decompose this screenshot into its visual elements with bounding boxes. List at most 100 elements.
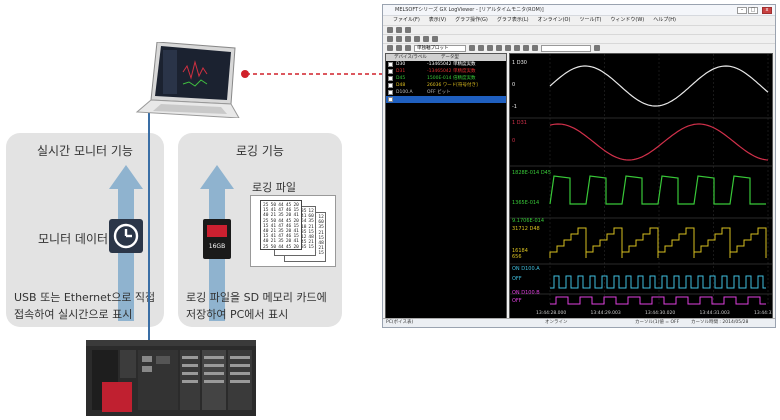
log-cell: 40 — [263, 229, 269, 235]
record-icon[interactable] — [414, 36, 420, 42]
device-name: D30 — [396, 62, 406, 67]
device-checkbox[interactable] — [388, 97, 393, 102]
device-checkbox[interactable] — [388, 62, 393, 67]
new-icon[interactable] — [387, 27, 393, 33]
plot-mode-select[interactable]: 単独軸プロット — [414, 44, 466, 52]
log-cell: 44 — [278, 218, 284, 224]
single-icon[interactable] — [405, 45, 411, 51]
zoom-icon[interactable] — [432, 36, 438, 42]
paste-icon[interactable] — [478, 45, 484, 51]
axis-label: 0 — [512, 82, 515, 88]
help-icon[interactable] — [594, 45, 600, 51]
scale-select[interactable] — [541, 44, 591, 52]
window-titlebar: MELSOFTシリーズ GX LogViewer - [リアルタイムモニタ(RO… — [383, 5, 775, 16]
device-checkbox[interactable] — [388, 76, 393, 81]
device-checkbox[interactable] — [388, 90, 393, 95]
log-cell: 15 — [318, 251, 324, 257]
log-cell: 35 — [301, 209, 307, 214]
laptop-icon — [135, 42, 240, 118]
log-cell: 35 — [278, 229, 284, 235]
log-cell: 20 — [285, 229, 292, 235]
log-cell: 48 — [318, 241, 324, 247]
trace-d48 — [549, 227, 767, 258]
log-cell: 44 — [278, 244, 284, 250]
device-name: D45 — [396, 76, 406, 81]
time-tick-label: 13:44:31.003 — [700, 310, 730, 316]
menu-tool[interactable]: ツール(T) — [579, 17, 602, 23]
log-cell: 15 — [318, 235, 324, 241]
menu-view[interactable]: 表示(V) — [428, 17, 447, 23]
monitor-data-label: 모니터 데이터 — [38, 232, 109, 246]
menu-file[interactable]: ファイル(F) — [393, 17, 420, 23]
log-cell: 47 — [278, 223, 284, 229]
log-cell: 21 — [270, 229, 277, 235]
stop-icon[interactable] — [423, 36, 429, 42]
log-cell: 21 — [308, 224, 314, 230]
menu-online[interactable]: オンライン(O) — [537, 17, 571, 23]
device-value: -13465042 単精度実数 — [427, 62, 476, 67]
device-value: -13465042 単精度実数 — [427, 69, 476, 74]
device-row[interactable]: D30 -13465042 単精度実数 — [386, 61, 506, 68]
window-title: MELSOFTシリーズ GX LogViewer - [リアルタイムモニタ(RO… — [395, 7, 544, 13]
log-row: 35 15 — [275, 230, 315, 235]
menu-graph-operation[interactable]: グラフ操作(G) — [455, 17, 488, 23]
log-cell: 15 — [308, 245, 314, 251]
axis-label: ON D100.B — [512, 290, 540, 296]
menu-help[interactable]: ヘルプ(H) — [653, 17, 676, 23]
axis-label: 0 — [512, 138, 515, 144]
device-checkbox[interactable] — [388, 83, 393, 88]
status-left: PC(ボイス表) — [386, 320, 414, 325]
axis-label: 1 D30 — [512, 60, 527, 66]
play-icon[interactable] — [405, 36, 411, 42]
minimize-button[interactable]: – — [737, 7, 747, 14]
marker-icon[interactable] — [496, 45, 502, 51]
save-icon[interactable] — [405, 27, 411, 33]
device-row[interactable] — [386, 96, 506, 103]
open-icon[interactable] — [396, 27, 402, 33]
log-cell: 41 — [270, 234, 277, 240]
scale-icon[interactable] — [505, 45, 511, 51]
cursor-icon[interactable] — [487, 45, 493, 51]
log-cell: 21 — [308, 240, 314, 246]
log-cell: 45 — [285, 244, 292, 250]
status-cursor-time: カーソル時間 : 2014/05/28 13:44:29.043 — [691, 320, 749, 325]
copy-icon[interactable] — [469, 45, 475, 51]
maximize-button[interactable]: □ — [748, 7, 758, 14]
close-button[interactable]: x — [762, 7, 772, 14]
graph-icon[interactable] — [387, 45, 393, 51]
log-cell: 20 — [293, 218, 299, 224]
log-cell: 15 — [293, 208, 299, 214]
device-value: OFF ビット — [427, 90, 451, 95]
fit-icon[interactable] — [514, 45, 520, 51]
log-cell: 21 — [270, 239, 277, 245]
log-cell: 15 — [308, 229, 314, 235]
pause-icon[interactable] — [396, 45, 402, 51]
device-row[interactable]: D31-13465042 単精度実数 — [386, 68, 506, 75]
list-icon[interactable] — [396, 36, 402, 42]
settings-icon[interactable] — [532, 45, 538, 51]
log-cell: 44 — [278, 203, 284, 208]
log-cell: 25 — [263, 218, 269, 224]
menu-graph-display[interactable]: グラフ表示(L) — [496, 17, 529, 23]
log-cell: 50 — [270, 244, 277, 250]
grid-icon[interactable] — [523, 45, 529, 51]
log-cell: 54 — [301, 219, 307, 225]
menu-window[interactable]: ウィンドウ(W) — [610, 17, 645, 23]
log-cell: 46 — [285, 234, 292, 240]
log-cell: 46 — [285, 223, 292, 229]
log-cell: 20 — [285, 239, 292, 245]
device-checkbox[interactable] — [388, 69, 393, 74]
trace-d100b — [550, 296, 766, 305]
view-icon[interactable] — [387, 36, 393, 42]
